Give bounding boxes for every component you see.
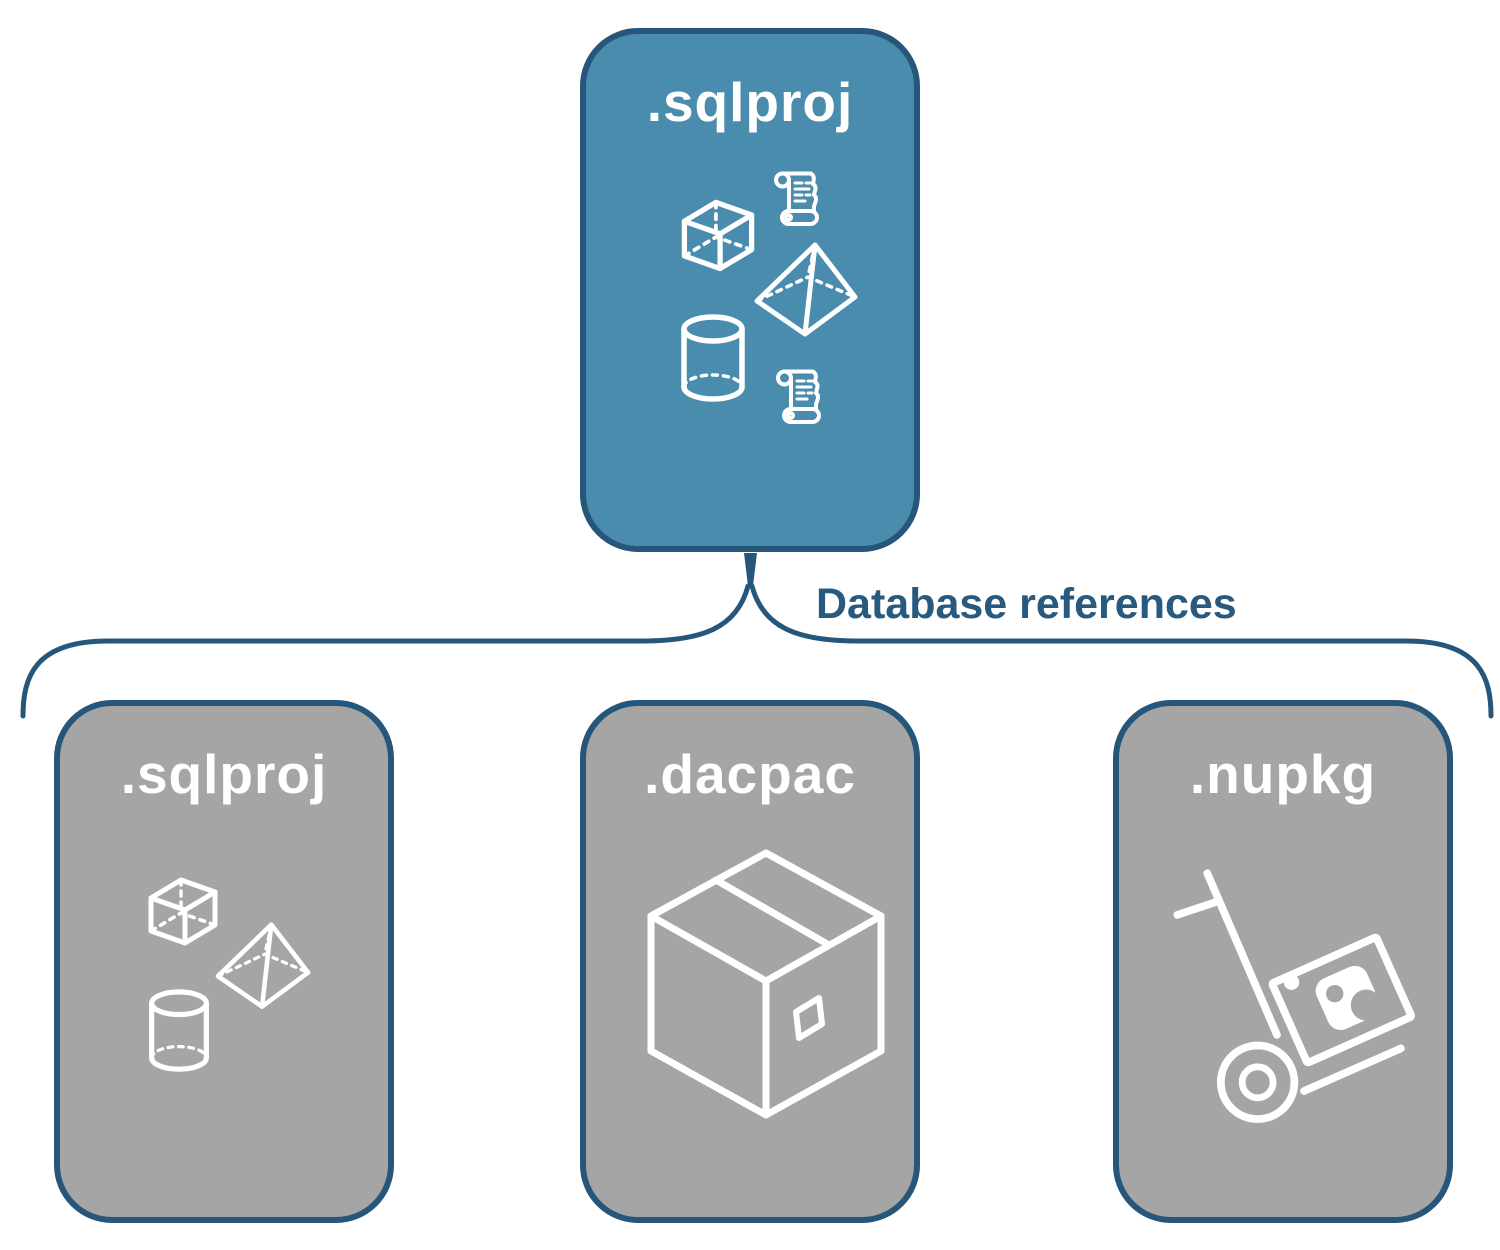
cylinder-icon — [149, 989, 209, 1072]
child-node-sqlproj: .sqlproj — [54, 700, 394, 1223]
brace-left — [20, 583, 751, 719]
package-box-icon — [647, 849, 885, 1119]
child-node-nupkg: .nupkg — [1113, 700, 1453, 1223]
child-node-title: .nupkg — [1189, 743, 1377, 805]
cube-icon — [681, 199, 755, 272]
cylinder-icon — [681, 314, 745, 402]
pyramid-icon — [754, 242, 858, 337]
script-scroll-icon — [776, 369, 821, 424]
stem-line — [744, 553, 757, 586]
cube-icon — [148, 877, 218, 946]
child-node-title: .sqlproj — [120, 743, 328, 805]
root-node-sqlproj: .sqlproj — [580, 28, 920, 552]
pyramid-icon — [215, 922, 311, 1009]
hand-truck-package-icon — [1173, 869, 1415, 1123]
connector-label: Database references — [816, 580, 1237, 628]
child-node-title: .dacpac — [644, 743, 856, 805]
script-scroll-icon — [774, 171, 819, 226]
child-node-dacpac: .dacpac — [580, 700, 920, 1223]
root-node-title: .sqlproj — [646, 71, 854, 133]
